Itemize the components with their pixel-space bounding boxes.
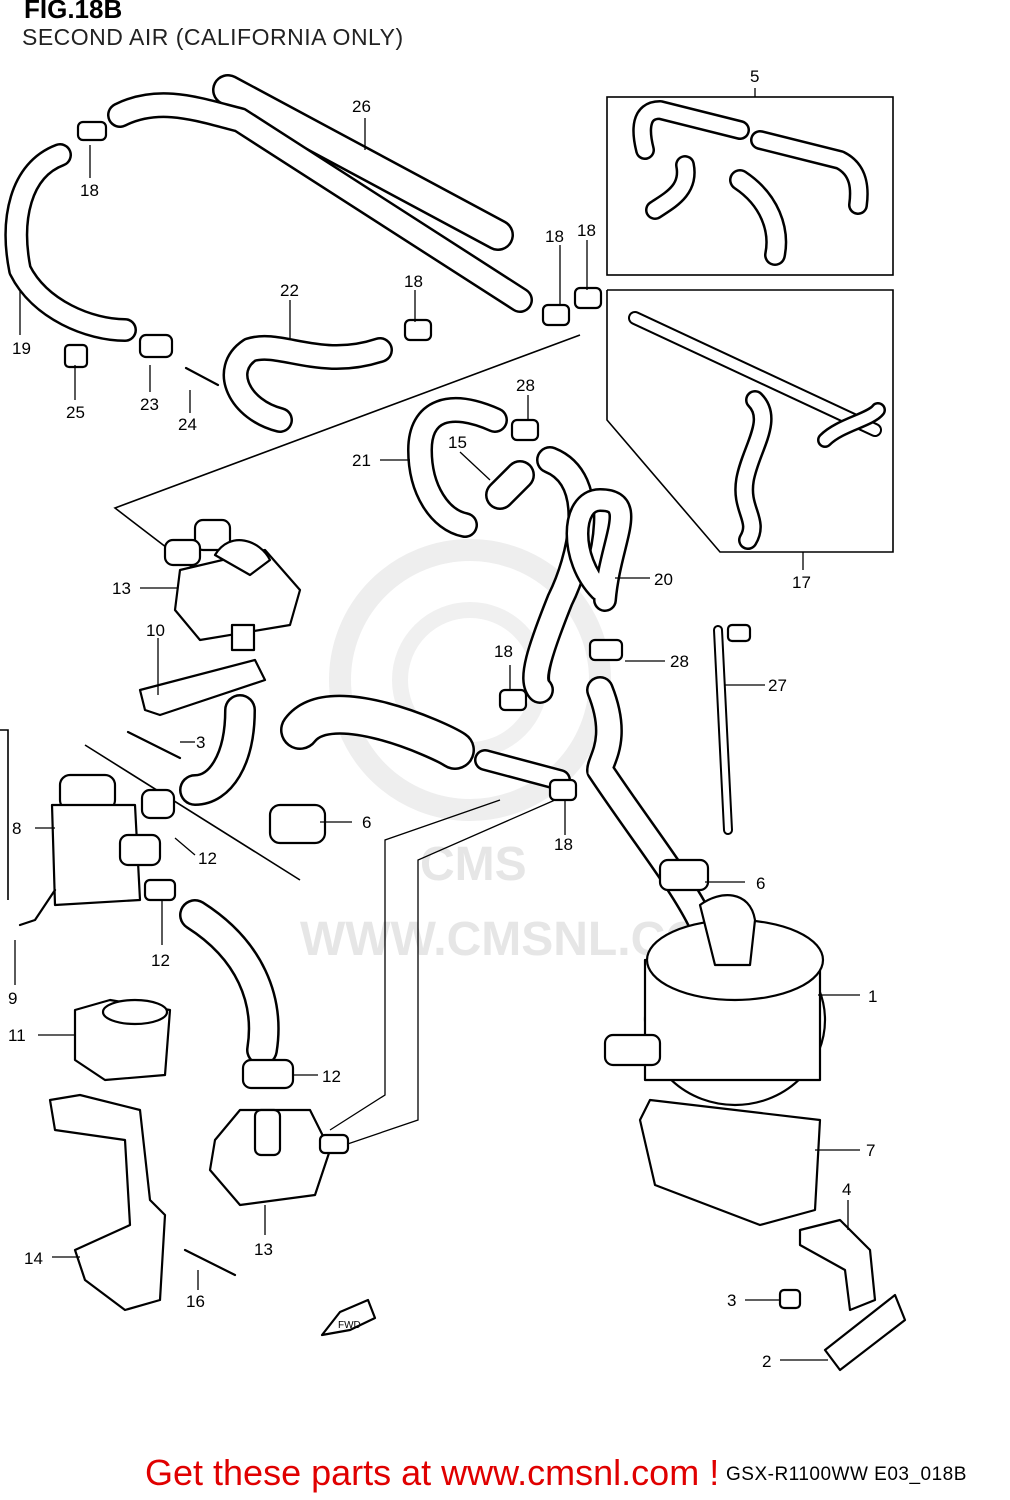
part-7-cover	[638, 1098, 822, 1227]
hose-19	[4, 92, 533, 342]
callout-18: 18	[577, 221, 596, 240]
pipe-26	[212, 74, 514, 251]
drawing-code: GSX-R1100WW E03_018B	[726, 1464, 967, 1485]
leader-lines	[14, 88, 860, 1361]
callout-11: 11	[8, 1026, 26, 1045]
callout-9: 9	[8, 989, 17, 1008]
hose-21	[407, 397, 508, 538]
callout-13: 13	[254, 1240, 273, 1259]
fwd-label: FWD	[338, 1320, 361, 1331]
callout-2: 2	[762, 1352, 771, 1371]
part-1-reed-valve	[603, 894, 827, 1107]
callout-27: 27	[768, 676, 787, 695]
callout-6: 6	[756, 874, 765, 893]
callout-5: 5	[750, 67, 759, 86]
callout-12: 12	[322, 1067, 341, 1086]
callout-13: 13	[112, 579, 131, 598]
callout-12: 12	[198, 849, 217, 868]
callout-18: 18	[554, 835, 573, 854]
callout-21: 21	[352, 451, 371, 470]
callout-19: 19	[12, 339, 31, 358]
hose-15	[485, 460, 535, 510]
part-13-upper	[163, 518, 302, 652]
callout-3: 3	[727, 1291, 736, 1310]
part-group-box-17	[606, 289, 894, 553]
part-14-bracket	[48, 1093, 167, 1312]
hose-20	[522, 446, 633, 704]
callout-24: 24	[178, 415, 197, 434]
callout-18: 18	[80, 181, 99, 200]
page-subtitle: SECOND AIR (CALIFORNIA ONLY)	[22, 24, 404, 50]
callout-7: 7	[866, 1141, 875, 1160]
callout-20: 20	[654, 570, 673, 589]
hose-center	[280, 694, 556, 1151]
callout-4: 4	[842, 1180, 851, 1199]
callout-25: 25	[66, 403, 85, 422]
callout-8: 8	[12, 819, 21, 838]
part-11-holder	[73, 998, 172, 1082]
fwd-arrow: FWD	[320, 1298, 377, 1337]
promo-banner[interactable]: Get these parts at www.cmsnl.com !	[145, 1452, 720, 1493]
fastener-hardware	[63, 333, 802, 1310]
callout-3: 3	[196, 733, 205, 752]
callout-16: 16	[186, 1292, 205, 1311]
callout-10: 10	[146, 621, 165, 640]
hose-set-5	[632, 100, 869, 266]
callout-28: 28	[670, 652, 689, 671]
part-8-valve	[18, 773, 162, 927]
callout-6: 6	[362, 813, 371, 832]
callout-26: 26	[352, 97, 371, 116]
hose-lower-left	[179, 694, 280, 1066]
part-27-rod	[713, 623, 752, 835]
callout-28: 28	[516, 376, 535, 395]
callout-15: 15	[448, 433, 467, 452]
part-13-lower	[208, 1108, 350, 1207]
callout-18: 18	[494, 642, 513, 661]
callout-18: 18	[545, 227, 564, 246]
part-group-box-5	[606, 96, 894, 276]
watermark-brand: CMS	[420, 838, 527, 891]
page-title: FIG.18B	[24, 0, 123, 24]
part-2-plate	[823, 1293, 907, 1372]
callout-14: 14	[24, 1249, 43, 1268]
callout-22: 22	[280, 281, 299, 300]
hose-22	[222, 334, 393, 433]
part-10-bracket	[138, 658, 267, 717]
part-4-bracket	[798, 1218, 877, 1312]
callout-17: 17	[792, 573, 811, 592]
callout-23: 23	[140, 395, 159, 414]
callout-1: 1	[868, 987, 877, 1006]
hose-set-17	[628, 311, 886, 550]
hose-clamp	[76, 120, 710, 1090]
assembly-outline-left	[84, 744, 301, 881]
callout-12: 12	[151, 951, 170, 970]
assembly-outline-edge	[0, 729, 9, 900]
callout-18: 18	[404, 272, 423, 291]
